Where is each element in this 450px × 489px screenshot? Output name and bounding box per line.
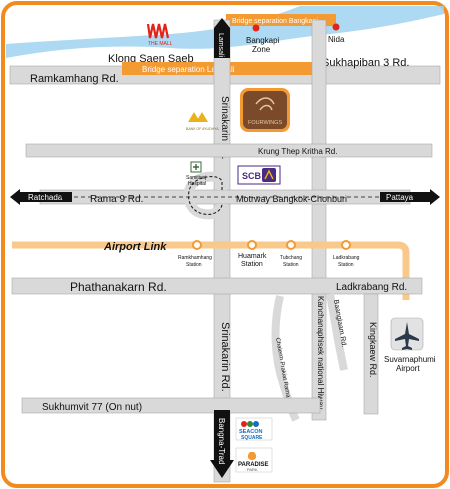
- road-sukhumvit77: [21, 397, 321, 414]
- arrow-pattaya-label: Pattaya: [386, 193, 414, 202]
- interchange-loop-dash: [188, 176, 223, 215]
- arrow-lamsali-label: Lamsali: [217, 33, 224, 58]
- arrow-ratchada-label: Ratchada: [28, 193, 63, 202]
- svg-text:SEACON: SEACON: [239, 429, 263, 435]
- arrow-ratchada: [10, 189, 72, 205]
- airport-link-label: Airport Link: [103, 241, 167, 253]
- svg-text:Station: Station: [338, 262, 354, 268]
- road-krung-thep-kritha-label: Krung Thep Kritha Rd.: [258, 147, 337, 156]
- svg-text:BANK OF AYUDHYA: BANK OF AYUDHYA: [186, 127, 219, 131]
- arrow-bangna-label: Bangna-Trad: [217, 418, 226, 464]
- road-kanchanaphisek-label: Kanchanaphisek national Hiway: [316, 296, 325, 409]
- bangkapi-zone-marker: Bangkapi Zone: [246, 24, 280, 54]
- road-motorway-label: Motrway Bangkok-Chonburi: [236, 194, 347, 204]
- airport-link-line: [12, 241, 410, 300]
- svg-text:Huamark: Huamark: [238, 253, 267, 260]
- svg-text:SQUARE: SQUARE: [241, 435, 263, 441]
- samitivej-hospital-logo: Samitivej Hospital: [186, 161, 206, 187]
- arrow-lamsali-head: [214, 18, 230, 28]
- svg-text:SCB: SCB: [242, 171, 262, 181]
- svg-text:Station: Station: [186, 262, 202, 268]
- bank-of-ayudhya-logo: BANK OF AYUDHYA: [186, 112, 219, 131]
- airport-label-1: Suvarnaphumi: [384, 355, 436, 364]
- fourwings-logo: FOURWINGS: [240, 88, 290, 132]
- svg-text:PARADISE: PARADISE: [238, 462, 269, 468]
- arrow-pattaya: [380, 189, 440, 205]
- arrow-bangna-bg: [214, 410, 230, 462]
- svg-text:Tubchang: Tubchang: [280, 255, 302, 261]
- road-srinakarin-label: Srinakarin Rd.: [219, 96, 230, 159]
- svg-text:THE MALL: THE MALL: [148, 41, 173, 47]
- arrow-lamsali-bg: [214, 28, 230, 58]
- road-kingkaew-label: Kingkaew Rd.: [368, 322, 378, 378]
- nida-marker: Nida: [328, 23, 345, 44]
- road-kanchanaphisek: [311, 19, 327, 421]
- road-ramkamhang-label: Ramkamhang Rd.: [30, 73, 119, 85]
- paradise-park-logo: PARADISE PARK: [235, 447, 273, 473]
- road-phathanakarn-label: Phathanakarn Rd.: [70, 280, 167, 294]
- road-sukhumvit77-label: Sukhumvit 77 (On nut): [42, 402, 142, 413]
- station-ramkhamhang: Ramkhamhang Station: [178, 240, 212, 268]
- svg-text:Bangkapi: Bangkapi: [246, 36, 280, 45]
- airport-label-2: Airport: [396, 364, 420, 373]
- svg-text:Zone: Zone: [252, 45, 271, 54]
- svg-text:PARK: PARK: [247, 467, 258, 472]
- road-sukhapiban3-label: Sukhapiban 3 Rd.: [322, 57, 409, 69]
- road-ladkrabang-label: Ladkrabang Rd.: [336, 282, 407, 293]
- station-huamark: Huamark Station: [238, 240, 267, 268]
- svg-text:Hospital: Hospital: [188, 181, 206, 187]
- station-ladkrabang: Ladkrabang Station: [333, 240, 360, 268]
- bridge-bangkapi: [226, 14, 336, 26]
- seacon-square-logo: SEACON SQUARE: [235, 417, 273, 441]
- svg-text:Station: Station: [283, 262, 299, 268]
- bridge-lamsali-label: Bridge separation Lamsali: [142, 65, 235, 74]
- svg-text:Station: Station: [241, 261, 263, 268]
- svg-text:Ladkrabang: Ladkrabang: [333, 255, 360, 261]
- road-kingkaew: [363, 293, 379, 415]
- svg-text:FOURWINGS: FOURWINGS: [248, 120, 282, 126]
- road-phathanakarn: [11, 277, 423, 295]
- the-mall-logo: THE MALL: [146, 23, 173, 47]
- road-krung-thep-kritha: [25, 143, 433, 158]
- bridge-bangkapi-label: Bridge separation Bangkapi: [232, 18, 318, 25]
- svg-text:Ramkhamhang: Ramkhamhang: [178, 255, 212, 261]
- road-baanglaam: [326, 293, 348, 371]
- road-srinakarin-label-lower: Srinakarin Rd.: [219, 322, 231, 392]
- svg-text:Nida: Nida: [328, 35, 345, 44]
- airport-plane-icon: [390, 317, 424, 351]
- station-tubchang: Tubchang Station: [280, 240, 302, 268]
- svg-text:Samitivej: Samitivej: [186, 175, 206, 181]
- road-rama9-label: Rama 9 Rd.: [90, 194, 143, 205]
- arrow-bangna-head: [210, 460, 234, 478]
- scb-logo: SCB: [237, 165, 281, 185]
